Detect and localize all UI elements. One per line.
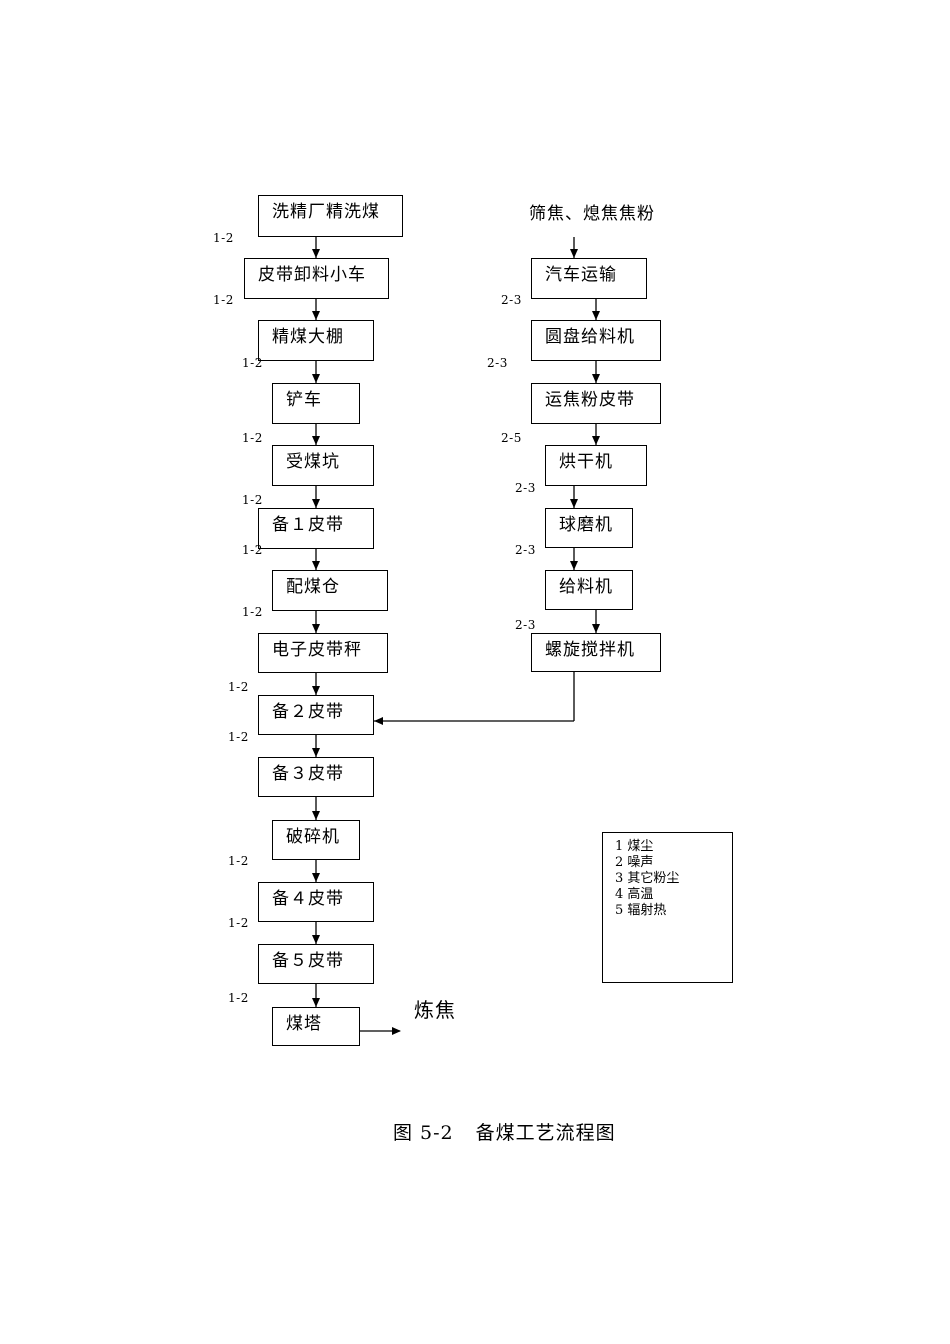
hazard-code: 1-2 bbox=[242, 543, 263, 557]
process-box: 煤塔 bbox=[272, 1007, 360, 1046]
process-box: 备３皮带 bbox=[258, 757, 374, 797]
process-box: 汽车运输 bbox=[531, 258, 647, 299]
arrowhead bbox=[312, 561, 320, 570]
hazard-code: 1-2 bbox=[228, 916, 249, 930]
arrowhead bbox=[570, 249, 578, 258]
legend-item: 4 高温 bbox=[615, 887, 654, 902]
legend-item: 2 噪声 bbox=[615, 855, 654, 870]
arrowhead bbox=[312, 935, 320, 944]
hazard-code: 1-2 bbox=[242, 431, 263, 445]
arrowhead bbox=[592, 624, 600, 633]
process-box: 螺旋搅拌机 bbox=[531, 633, 661, 672]
process-box: 备１皮带 bbox=[258, 508, 374, 549]
hazard-code: 1-2 bbox=[228, 680, 249, 694]
hazard-code: 1-2 bbox=[242, 493, 263, 507]
hazard-code: 1-2 bbox=[228, 991, 249, 1005]
arrowhead bbox=[570, 499, 578, 508]
process-box: 备４皮带 bbox=[258, 882, 374, 922]
arrowhead bbox=[312, 311, 320, 320]
process-box: 运焦粉皮带 bbox=[531, 383, 661, 424]
arrowhead bbox=[312, 436, 320, 445]
figure-number: 图 5-2 bbox=[393, 1122, 454, 1144]
hazard-code: 2-3 bbox=[515, 618, 536, 632]
process-box: 破碎机 bbox=[272, 820, 360, 860]
hazard-code: 1-2 bbox=[213, 231, 234, 245]
hazard-code: 2-3 bbox=[515, 481, 536, 495]
process-box: 洗精厂精洗煤 bbox=[258, 195, 403, 237]
process-box: 烘干机 bbox=[545, 445, 647, 486]
hazard-code: 1-2 bbox=[242, 605, 263, 619]
legend-box: 1 煤尘 2 噪声 3 其它粉尘 4 高温 5 辐射热 bbox=[602, 832, 733, 983]
arrowhead bbox=[374, 717, 383, 725]
process-box: 精煤大棚 bbox=[258, 320, 374, 361]
process-box: 备２皮带 bbox=[258, 695, 374, 735]
arrowhead bbox=[312, 249, 320, 258]
hazard-code: 2-5 bbox=[501, 431, 522, 445]
hazard-code: 2-3 bbox=[515, 543, 536, 557]
process-box: 受煤坑 bbox=[272, 445, 374, 486]
arrowhead bbox=[392, 1027, 401, 1035]
arrowhead bbox=[592, 436, 600, 445]
arrowhead bbox=[312, 624, 320, 633]
arrowhead bbox=[592, 374, 600, 383]
hazard-code: 1-2 bbox=[228, 730, 249, 744]
arrowhead bbox=[312, 873, 320, 882]
process-box: 电子皮带秤 bbox=[258, 633, 388, 673]
hazard-code: 1-2 bbox=[242, 356, 263, 370]
figure-title: 备煤工艺流程图 bbox=[475, 1122, 616, 1144]
process-box: 配煤仓 bbox=[272, 570, 388, 611]
arrowhead bbox=[312, 811, 320, 820]
arrowhead bbox=[312, 374, 320, 383]
arrowhead bbox=[312, 499, 320, 508]
hazard-code: 2-3 bbox=[487, 356, 508, 370]
legend-item: 3 其它粉尘 bbox=[615, 871, 680, 886]
source-label: 筛焦、熄焦焦粉 bbox=[529, 204, 655, 224]
arrowhead bbox=[312, 686, 320, 695]
hazard-code: 2-3 bbox=[501, 293, 522, 307]
figure-caption: 图 5-2 备煤工艺流程图 bbox=[393, 1121, 616, 1145]
arrowhead bbox=[592, 311, 600, 320]
process-box: 球磨机 bbox=[545, 508, 633, 548]
hazard-code: 1-2 bbox=[228, 854, 249, 868]
process-box: 铲车 bbox=[272, 383, 360, 424]
process-box: 备５皮带 bbox=[258, 944, 374, 984]
process-box: 皮带卸料小车 bbox=[244, 258, 389, 299]
arrowhead bbox=[312, 998, 320, 1007]
output-label: 炼焦 bbox=[414, 998, 456, 1022]
legend-item: 1 煤尘 bbox=[615, 839, 654, 854]
hazard-code: 1-2 bbox=[213, 293, 234, 307]
legend-item: 5 辐射热 bbox=[615, 903, 667, 918]
arrowhead bbox=[312, 748, 320, 757]
process-box: 圆盘给料机 bbox=[531, 320, 661, 361]
process-box: 给料机 bbox=[545, 570, 633, 610]
arrowhead bbox=[570, 561, 578, 570]
